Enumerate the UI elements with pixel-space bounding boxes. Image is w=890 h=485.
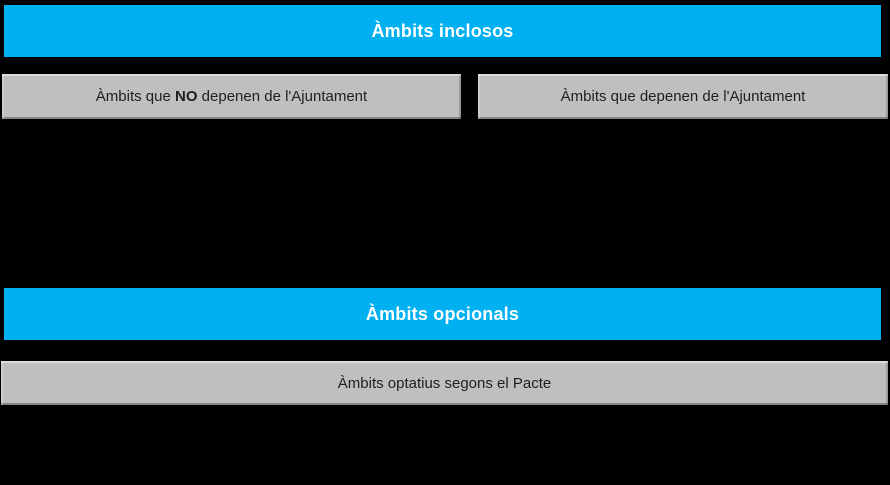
box-not-dependent-text-bold: NO (175, 88, 198, 105)
box-optional-text: Àmbits optatius segons el Pacte (337, 374, 552, 392)
box-not-dependent-on-council: Àmbits que NO depenen de l'Ajuntament (2, 74, 461, 119)
box-not-dependent-text-suffix: depenen de l'Ajuntament (197, 88, 368, 105)
included-section-header-label: Àmbits inclosos (371, 20, 514, 41)
box-optional-per-pact: Àmbits optatius segons el Pacte (1, 361, 888, 405)
optional-section-header-label: Àmbits opcionals (365, 303, 520, 324)
box-not-dependent-text-prefix: Àmbits que (95, 88, 176, 105)
box-dependent-text: Àmbits que depenen de l'Ajuntament (560, 88, 806, 105)
optional-section-header: Àmbits opcionals (4, 288, 881, 340)
included-section-header: Àmbits inclosos (4, 5, 881, 57)
box-dependent-on-council: Àmbits que depenen de l'Ajuntament (478, 74, 888, 119)
